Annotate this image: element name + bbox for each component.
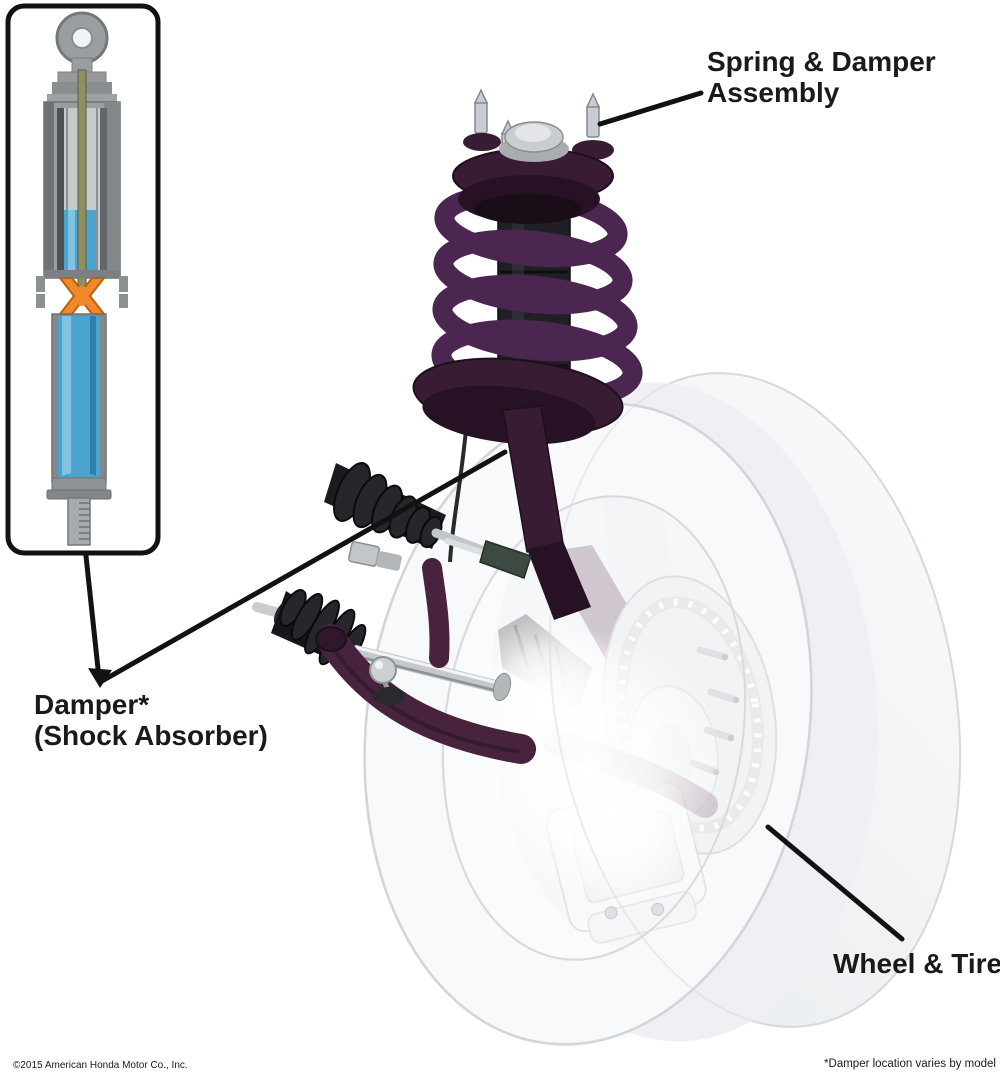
lower-spring-seat xyxy=(412,357,624,445)
label-wheel-tire: Wheel & Tire xyxy=(833,948,1000,979)
label-line: Spring & Damper xyxy=(707,46,936,77)
tie-rod-end xyxy=(479,540,532,579)
damper-inset xyxy=(5,3,161,556)
steering-tie-rod xyxy=(324,462,532,579)
strut-top-mount xyxy=(452,88,614,224)
ball-joint xyxy=(369,656,405,705)
tie-rod-boot xyxy=(333,462,443,549)
footnote-text: *Damper location varies by model xyxy=(824,1058,996,1070)
damper-strut-leader-line xyxy=(99,449,508,684)
lower-control-arm xyxy=(315,558,536,764)
leader-lines xyxy=(83,90,905,942)
label-spring-damper-assembly: Spring & Damper Assembly xyxy=(707,46,936,108)
label-damper: Damper* (Shock Absorber) xyxy=(34,689,268,751)
wheel-leader-line xyxy=(765,824,905,942)
damper-cutaway xyxy=(36,11,128,546)
label-line: Damper* xyxy=(34,689,150,720)
damper-box-leader-line xyxy=(83,553,102,681)
strut-fork xyxy=(527,541,591,620)
brake-hose xyxy=(448,429,468,563)
arm-bushing xyxy=(315,626,347,652)
label-line: Assembly xyxy=(707,77,840,108)
label-line: (Shock Absorber) xyxy=(34,720,268,751)
copyright-text: ©2015 American Honda Motor Co., Inc. xyxy=(13,1060,188,1071)
strut-assembly xyxy=(412,88,643,620)
spring-leader-line xyxy=(597,90,704,127)
